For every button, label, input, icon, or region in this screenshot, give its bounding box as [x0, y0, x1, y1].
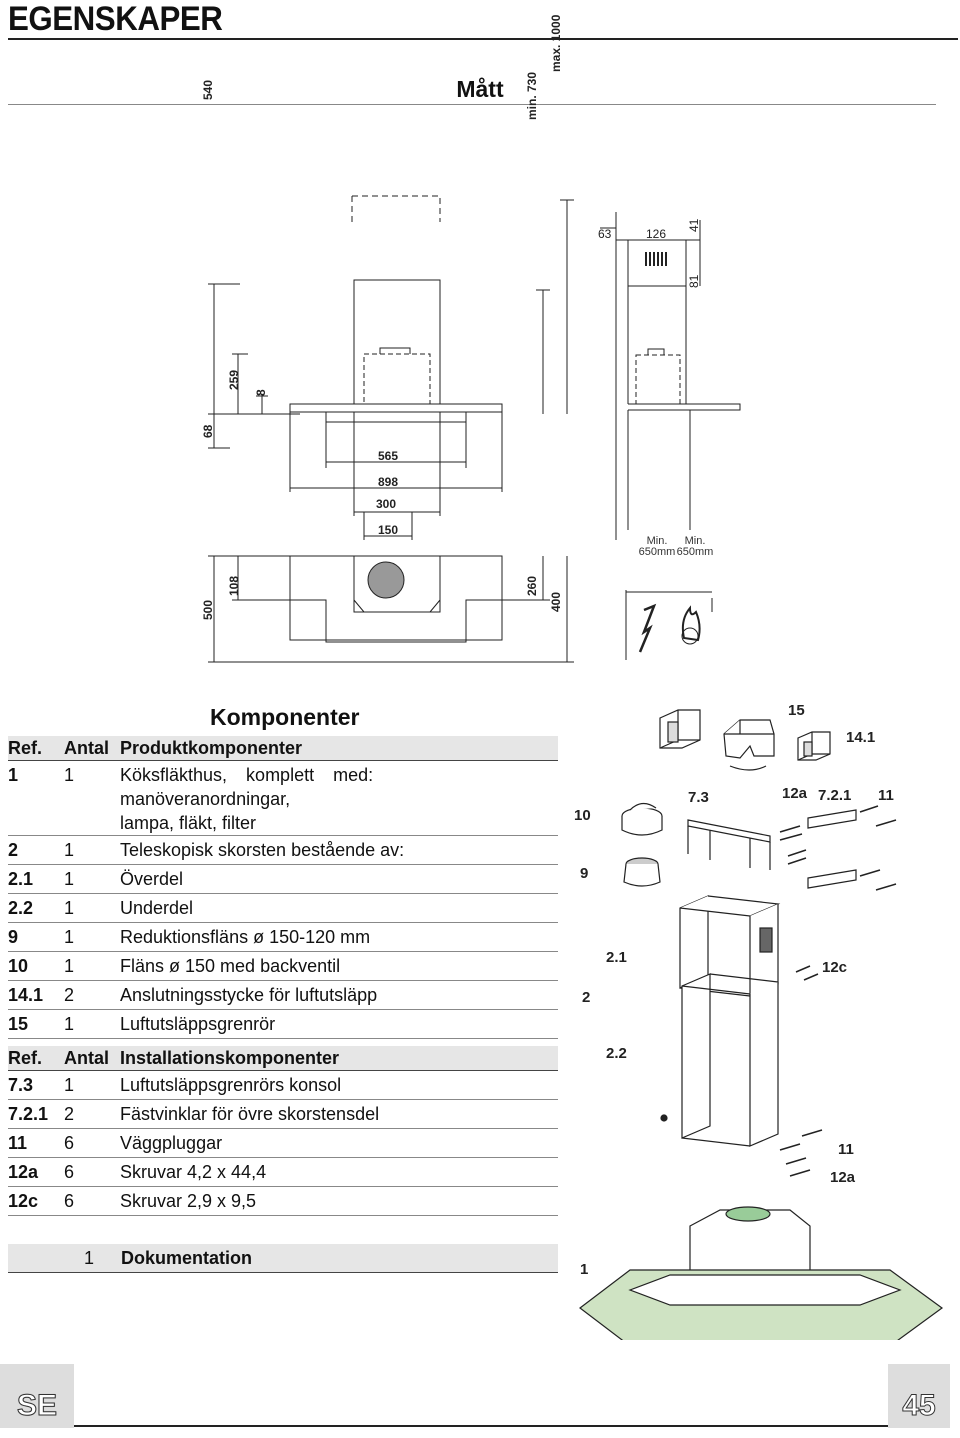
table-row: 15 1 Luftutsläppsgrenrör [8, 1009, 558, 1039]
label-2-1: 2.1 [606, 949, 627, 966]
label-12c: 12c [822, 959, 847, 976]
label-7-2-1: 7.2.1 [818, 787, 851, 804]
label-2: 2 [582, 989, 590, 1006]
dim-68: 68 [201, 424, 215, 438]
section-title-matt: Mått [456, 76, 504, 102]
dim-min-730: min. 730 [525, 72, 539, 120]
dim-500: 500 [201, 600, 215, 620]
table-row: 12a 6 Skruvar 4,2 x 44,4 [8, 1157, 558, 1187]
page-title: EGENSKAPER [8, 0, 223, 38]
dim-150: 150 [378, 523, 398, 537]
min-value-2: 650mm [677, 546, 714, 558]
dim-300: 300 [376, 497, 396, 511]
table-row: 9 1 Reduktionsfläns ø 150-120 mm [8, 922, 558, 952]
components-title: Komponenter [210, 704, 360, 730]
section-rule [8, 104, 936, 105]
dim-63: 63 [598, 227, 612, 241]
exploded-view-drawing: 15 14.1 7.3 12a 7.2.1 11 10 9 2.1 12c 2 … [574, 702, 944, 1340]
table-row: 10 1 Fläns ø 150 med backventil [8, 951, 558, 981]
page-number: 45 [888, 1364, 950, 1428]
dimension-drawing: 540 259 8 68 min. 730 max. 1000 565 898 … [201, 14, 741, 663]
dim-898: 898 [378, 475, 398, 489]
dim-400: 400 [549, 592, 563, 612]
table-row: 2.2 1 Underdel [8, 893, 558, 923]
dim-81: 81 [687, 274, 701, 288]
dim-540: 540 [201, 80, 215, 100]
dim-126: 126 [646, 227, 666, 241]
min-value-1: 650mm [639, 546, 676, 558]
label-14-1: 14.1 [846, 729, 875, 746]
label-7-3: 7.3 [688, 789, 709, 806]
dim-108: 108 [227, 576, 241, 596]
product-components-table: Ref. Antal Produktkomponenter 1 1 Köksfl… [8, 736, 558, 1039]
label-12a: 12a [782, 785, 808, 802]
installation-components-table: Ref. Antal Installationskomponenter 7.3 … [8, 1046, 558, 1216]
row-text-line: lampa, fläkt, filter [120, 813, 257, 833]
title-rule [8, 38, 958, 40]
label-15: 15 [788, 702, 805, 719]
dim-259: 259 [227, 370, 241, 390]
table-row: 7.2.1 2 Fästvinklar för övre skorstensde… [8, 1099, 558, 1129]
label-11: 11 [878, 787, 894, 804]
label-1: 1 [580, 1261, 588, 1278]
dim-max-1000: max. 1000 [549, 14, 563, 72]
language-badge: SE [0, 1364, 74, 1428]
documentation-label: Dokumentation [121, 1248, 253, 1268]
label-2-2: 2.2 [606, 1045, 627, 1062]
table-header: Ref. Antal Produktkomponenter [8, 736, 558, 761]
table-row: 14.1 2 Anslutningsstycke för luftutsläpp [8, 980, 558, 1010]
dim-8: 8 [254, 389, 268, 396]
top-dashed-outline [351, 195, 441, 222]
documentation-row: 1 Dokumentation [8, 1244, 558, 1273]
row-text-line: Köksfläkthus, komplett med: manöveranord… [120, 765, 374, 809]
chimney-outline [353, 279, 441, 405]
min-label-1: Min. [647, 535, 668, 547]
table-row: 11 6 Väggpluggar [8, 1128, 558, 1158]
table-row: 2.1 1 Överdel [8, 864, 558, 894]
footer-rule [74, 1425, 888, 1427]
table-header: Ref. Antal Installationskomponenter [8, 1046, 558, 1071]
documentation-qty: 1 [84, 1248, 95, 1268]
label-11-lower: 11 [838, 1141, 854, 1158]
table-row: 1 1 Köksfläkthus, komplett med: manövera… [8, 760, 558, 836]
table-row: 12c 6 Skruvar 2,9 x 9,5 [8, 1186, 558, 1216]
table-row: 2 1 Teleskopisk skorsten bestående av: [8, 835, 558, 865]
min-label-2: Min. [685, 535, 706, 547]
dim-260: 260 [525, 576, 539, 596]
dim-565: 565 [378, 449, 398, 463]
label-12a-lower: 12a [830, 1169, 856, 1186]
table-row: 7.3 1 Luftutsläppsgrenrörs konsol [8, 1070, 558, 1100]
dim-41: 41 [687, 218, 701, 232]
label-9: 9 [580, 865, 588, 882]
label-10: 10 [574, 807, 591, 824]
